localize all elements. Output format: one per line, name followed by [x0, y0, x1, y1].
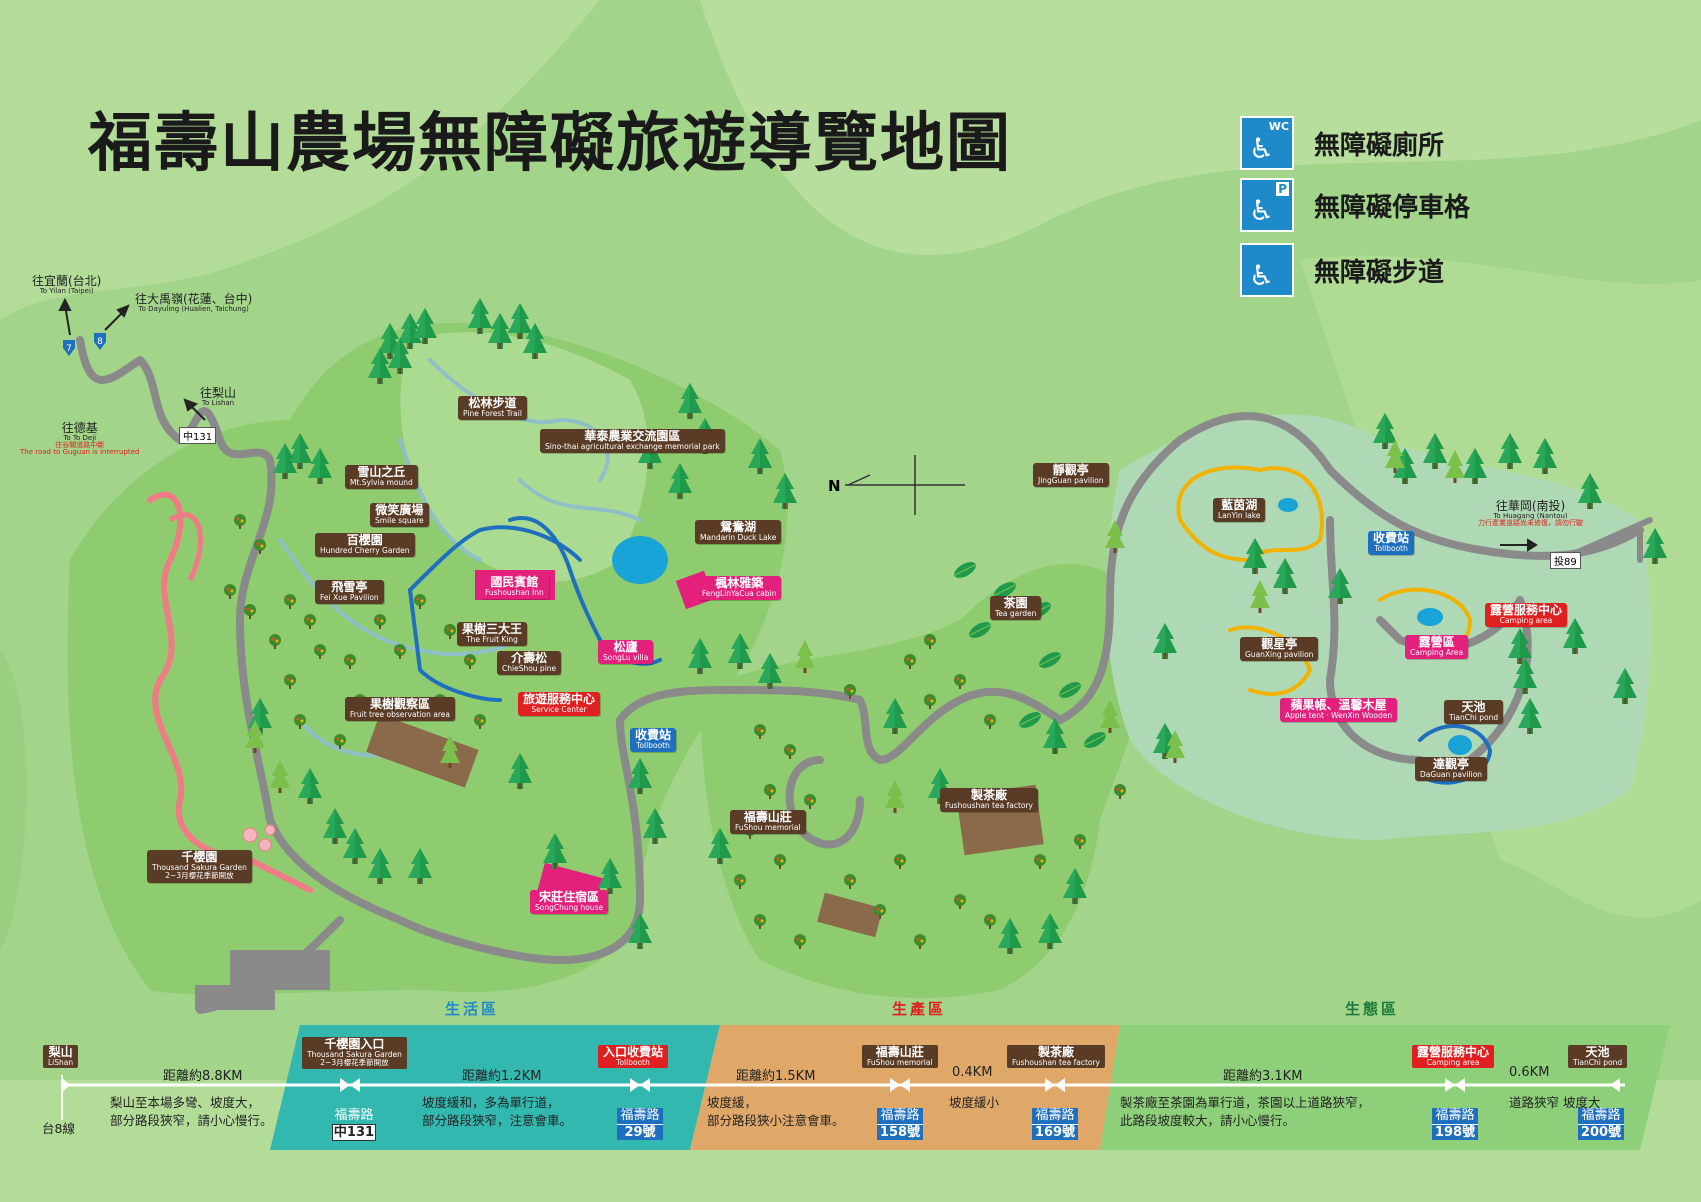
segment-note-4: 坡度緩小	[949, 1095, 1000, 1110]
segment-note-6: 道路狹窄 坡度大	[1509, 1095, 1601, 1110]
distance-4: 0.4KM	[952, 1065, 993, 1080]
road-number-zhong131: 福壽路中131	[332, 1108, 376, 1142]
page-title: 福壽山農場無障礙旅遊導覽地圖	[88, 107, 1012, 181]
distance-5: 距離約3.1KM	[1223, 1069, 1303, 1084]
direction-dayuling: 往大禹嶺(花蓮、台中)To Dayuling (Hualien, Taichun…	[135, 292, 253, 313]
legend-item-parking: P♿ 無障礙停車格	[1240, 178, 1470, 232]
compass-north: N	[828, 477, 841, 495]
segment-note-1: 梨山至本場多彎、坡度大，部分路段狹窄，請小心慢行。	[110, 1095, 273, 1129]
distance-2: 距離約1.2KM	[462, 1069, 542, 1084]
distance-3: 距離約1.5KM	[736, 1069, 816, 1084]
distance-6: 0.6KM	[1509, 1065, 1550, 1080]
legend-item-trail: ♿ 無障礙步道	[1240, 243, 1444, 297]
wheelchair-wc-icon: WC♿	[1240, 116, 1294, 170]
road-sign-tou89: 投89	[1550, 552, 1581, 569]
legend-label: 無障礙步道	[1314, 257, 1445, 288]
distance-1: 距離約8.8KM	[163, 1069, 243, 1084]
road-tai8: 台8線	[42, 1121, 75, 1136]
direction-huagang: 往華岡(南投)To Huagang (Nantou) 力行產業道路尚未修復，請勿…	[1478, 499, 1583, 527]
segment-note-2: 坡度緩和，多為單行道，部分路段狹窄，注意會車。	[422, 1095, 573, 1129]
zone-living: 生活區	[445, 1000, 500, 1018]
legend-label: 無障礙停車格	[1314, 192, 1471, 223]
direction-yilan: 往宜蘭(台北)To Yilan (Taipei)	[32, 274, 102, 295]
legend-item-wc: WC♿ 無障礙廁所	[1240, 116, 1444, 170]
wheelchair-trail-icon: ♿	[1240, 243, 1294, 297]
road-sign-zhong131: 中131	[179, 427, 217, 444]
zone-ecology: 生態區	[1345, 1000, 1400, 1018]
legend-label: 無障礙廁所	[1314, 130, 1445, 161]
wheelchair-parking-icon: P♿	[1240, 178, 1294, 232]
segment-note-3: 坡度緩，部分路段狹小注意會車。	[707, 1095, 845, 1129]
route-7-shield-text: 7	[66, 344, 72, 354]
segment-note-5: 製茶廠至茶園為單行道，茶園以上道路狹窄，此路段坡度較大，請小心慢行。	[1120, 1095, 1371, 1129]
route-8-shield-text: 8	[97, 337, 103, 347]
zone-production: 生產區	[892, 1000, 947, 1018]
